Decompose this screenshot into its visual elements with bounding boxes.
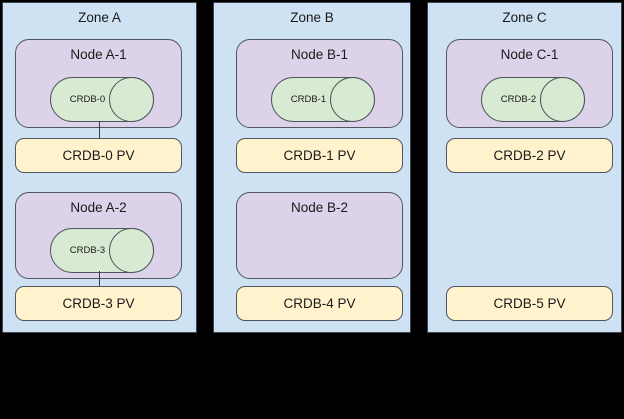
pod-crdb-0[interactable]: CRDB-0 bbox=[50, 77, 154, 122]
zone-c-title: Zone C bbox=[502, 10, 547, 25]
node-a-2-title: Node A-2 bbox=[70, 200, 127, 215]
cylinder-shape bbox=[271, 77, 375, 122]
node-b-1[interactable]: Node B-1 CRDB-1 bbox=[236, 39, 403, 128]
connector-crdb-3 bbox=[99, 271, 100, 288]
zone-a-title: Zone A bbox=[78, 10, 121, 25]
node-a-1[interactable]: Node A-1 CRDB-0 bbox=[15, 39, 182, 128]
zone-a: Zone A Node A-1 CRDB-0 CRDB-0 PV Node A-… bbox=[2, 2, 197, 333]
pv-crdb-3-label: CRDB-3 PV bbox=[62, 296, 135, 311]
node-a-1-title: Node A-1 bbox=[70, 47, 127, 62]
pv-crdb-2-label: CRDB-2 PV bbox=[493, 148, 566, 163]
pv-crdb-5[interactable]: CRDB-5 PV bbox=[446, 286, 613, 321]
node-b-1-title: Node B-1 bbox=[290, 47, 349, 62]
pod-crdb-2[interactable]: CRDB-2 bbox=[481, 77, 585, 122]
zone-b: Zone B Node B-1 CRDB-1 CRDB-1 PV Node B-… bbox=[213, 2, 526, 333]
node-b-2[interactable]: Node B-2 bbox=[236, 192, 403, 279]
zone-c: Zone C Node C-1 CRDB-2 CRDB-2 PV CRDB-5 … bbox=[427, 2, 622, 333]
node-c-1-title: Node C-1 bbox=[500, 47, 559, 62]
pod-crdb-3[interactable]: CRDB-3 bbox=[50, 228, 154, 273]
pv-crdb-1[interactable]: CRDB-1 PV bbox=[236, 138, 403, 173]
cylinder-shape bbox=[50, 77, 154, 122]
cylinder-shape bbox=[481, 77, 585, 122]
zone-b-title: Zone B bbox=[290, 10, 334, 25]
pv-crdb-0-label: CRDB-0 PV bbox=[62, 148, 135, 163]
pv-crdb-2[interactable]: CRDB-2 PV bbox=[446, 138, 613, 173]
pod-crdb-1[interactable]: CRDB-1 bbox=[271, 77, 375, 122]
pv-crdb-4[interactable]: CRDB-4 PV bbox=[236, 286, 403, 321]
pv-crdb-1-label: CRDB-1 PV bbox=[283, 148, 356, 163]
pv-crdb-4-label: CRDB-4 PV bbox=[283, 296, 356, 311]
connector-crdb-0 bbox=[99, 121, 100, 139]
pv-crdb-3[interactable]: CRDB-3 PV bbox=[15, 286, 182, 321]
node-b-2-title: Node B-2 bbox=[290, 200, 349, 215]
pv-crdb-5-label: CRDB-5 PV bbox=[493, 296, 566, 311]
pv-crdb-0[interactable]: CRDB-0 PV bbox=[15, 138, 182, 173]
node-a-2[interactable]: Node A-2 CRDB-3 bbox=[15, 192, 182, 279]
cylinder-shape bbox=[50, 228, 154, 273]
node-c-1[interactable]: Node C-1 CRDB-2 bbox=[446, 39, 613, 128]
